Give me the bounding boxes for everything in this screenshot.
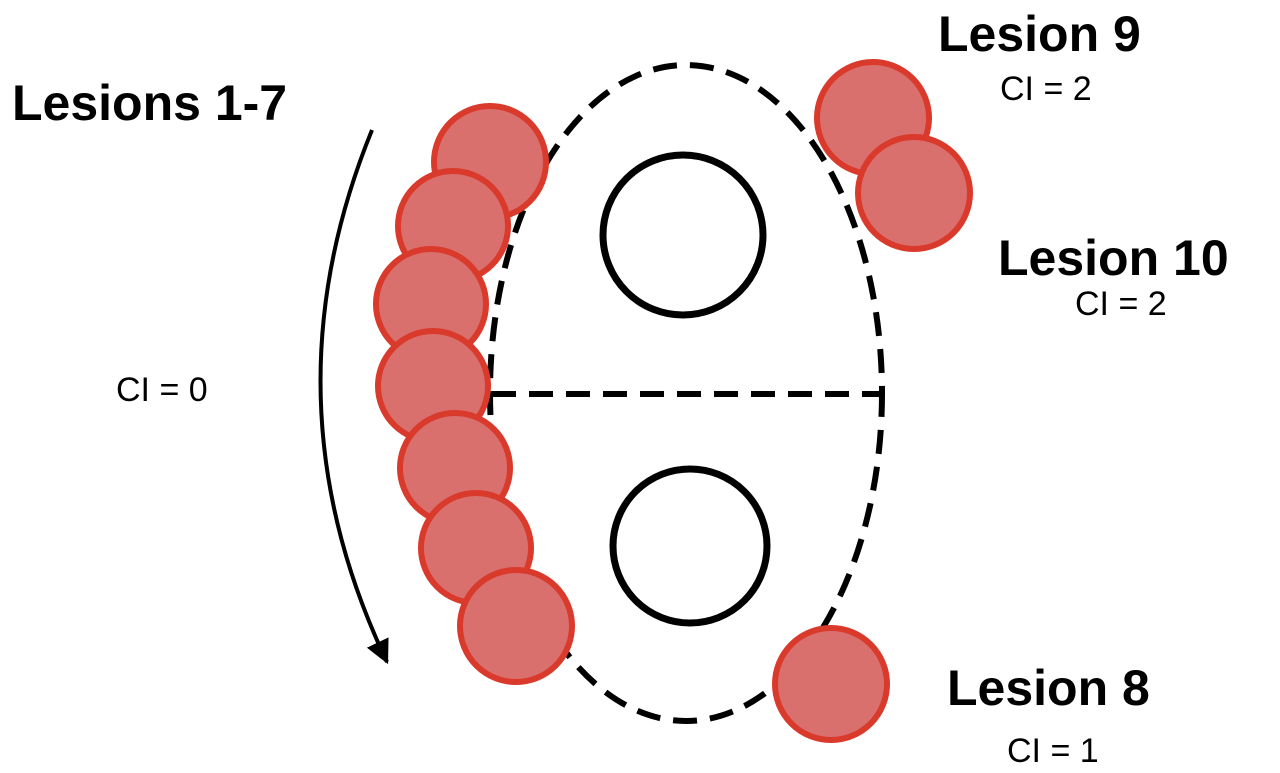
label-lesion-9: Lesion 9 [938, 6, 1141, 62]
lower-ring [609, 465, 771, 627]
label-ci-0: CI = 0 [116, 371, 208, 409]
label-ci-9: CI = 2 [1000, 70, 1092, 108]
upper-ring [599, 151, 767, 319]
label-ci-10: CI = 2 [1075, 285, 1167, 323]
label-ci-8: CI = 1 [1007, 732, 1099, 770]
lesion-7 [457, 567, 575, 685]
lesion-chain-1-7 [373, 103, 575, 685]
label-lesion-10: Lesion 10 [998, 230, 1229, 286]
sequence-arrow [318, 129, 389, 665]
lesion-8 [772, 625, 890, 743]
label-lesions-1-7: Lesions 1-7 [12, 75, 287, 131]
label-lesion-8: Lesion 8 [947, 660, 1150, 716]
lesion-10 [855, 134, 973, 252]
